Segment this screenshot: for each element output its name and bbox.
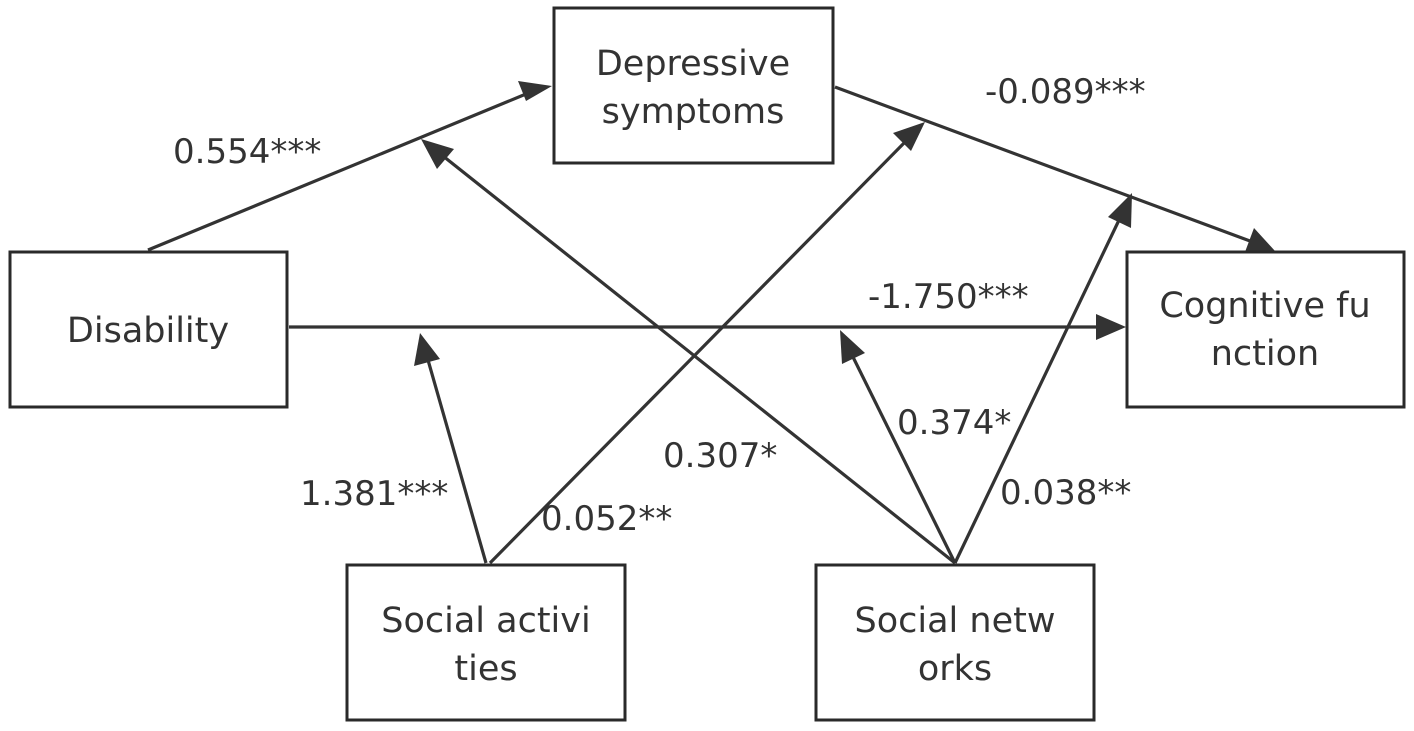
node-social-networks-line2: orks bbox=[918, 649, 992, 689]
coef-activities-moderates-direct: 1.381*** bbox=[300, 474, 448, 514]
edge-activities-to-depressive-path bbox=[488, 138, 909, 565]
arrowhead-networks-to-direct-path bbox=[840, 330, 865, 364]
node-cognitive-line2: nction bbox=[1211, 334, 1319, 374]
edge-depressive-to-cognitive bbox=[834, 85, 1251, 243]
coef-activities-moderates-depressive-path: 0.052** bbox=[541, 499, 672, 539]
node-cognitive-function: Cognitive fu nction bbox=[1125, 250, 1406, 409]
node-disability-line1: Disability bbox=[67, 311, 229, 351]
arrowhead-depressive-to-cognitive bbox=[1245, 228, 1275, 252]
coef-disability-to-depressive: 0.554*** bbox=[173, 132, 321, 172]
edge-activities-to-direct-path bbox=[426, 359, 488, 564]
arrowhead-disability-to-cognitive bbox=[1096, 314, 1126, 340]
arrowhead-networks-to-disability-path bbox=[421, 139, 454, 169]
node-social-activities-line2: ties bbox=[454, 649, 517, 689]
edge-networks-to-disability-path bbox=[442, 154, 956, 565]
node-social-activities: Social activi ties bbox=[345, 563, 627, 722]
coef-depressive-to-cognitive: -0.089*** bbox=[985, 72, 1146, 112]
node-depressive-line2: symptoms bbox=[602, 92, 785, 132]
edge-networks-to-direct-path bbox=[850, 354, 957, 564]
node-disability: Disability bbox=[8, 250, 289, 409]
edge-networks-to-depressive-path bbox=[953, 217, 1122, 564]
node-social-activities-line1: Social activi bbox=[381, 601, 590, 641]
coef-networks-moderates-direct: 0.374* bbox=[897, 403, 1011, 443]
arrowhead-activities-to-direct-path bbox=[414, 333, 440, 366]
arrowhead-activities-to-depressive-path bbox=[893, 122, 925, 151]
coef-networks-moderates-depressive-path: 0.038** bbox=[1000, 473, 1131, 513]
coef-networks-moderates-disability-path: 0.307* bbox=[663, 436, 777, 476]
node-depressive-symptoms: Depressive symptoms bbox=[552, 6, 835, 165]
node-social-networks-line1: Social netw bbox=[855, 601, 1056, 641]
arrowhead-networks-to-depressive-path bbox=[1108, 193, 1132, 228]
coef-disability-to-cognitive: -1.750*** bbox=[868, 277, 1029, 317]
node-cognitive-line1: Cognitive fu bbox=[1159, 286, 1370, 326]
edge-disability-to-depressive bbox=[147, 92, 527, 252]
arrowhead-disability-to-depressive bbox=[518, 81, 552, 101]
node-social-networks: Social netw orks bbox=[814, 563, 1096, 722]
node-depressive-line1: Depressive bbox=[596, 44, 790, 84]
